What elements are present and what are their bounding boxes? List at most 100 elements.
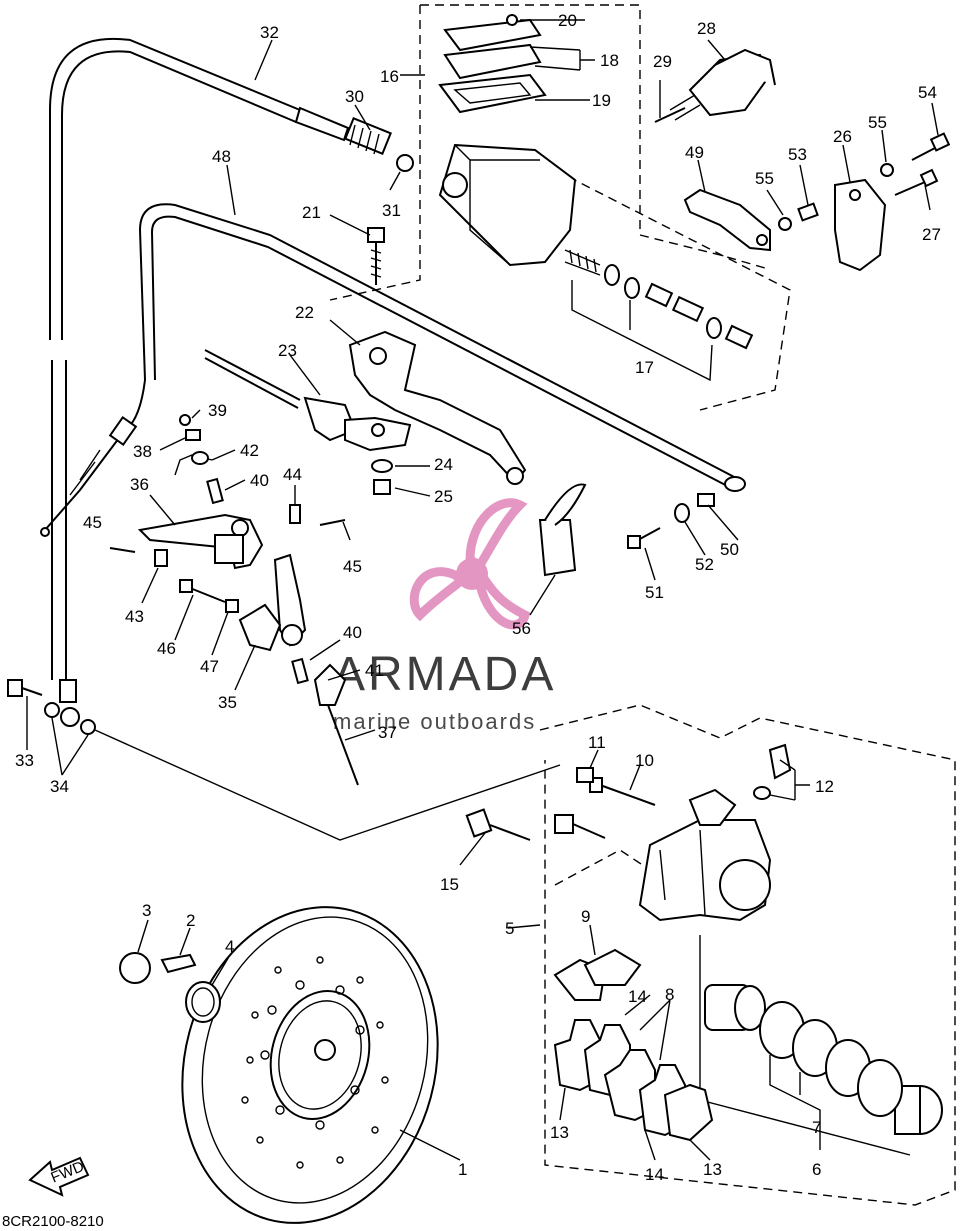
piston-set-17 [564, 249, 754, 382]
callout-31: 31 [382, 201, 401, 220]
callout-44: 44 [283, 465, 302, 484]
nut-47 [225, 599, 239, 613]
callout-33: 33 [15, 751, 34, 770]
arm-36 [137, 513, 264, 570]
callout-38: 38 [133, 442, 152, 461]
callout-48: 48 [212, 147, 231, 166]
callout-51: 51 [645, 583, 664, 602]
callout-15: 15 [440, 875, 459, 894]
rod-37 [313, 663, 359, 786]
collar-38 [185, 429, 201, 441]
callout-6: 6 [812, 1160, 821, 1179]
arm-35 [238, 553, 307, 652]
leader-lines [26, 19, 939, 1161]
seals-7 [759, 1001, 903, 1117]
callout-37: 37 [378, 723, 397, 742]
callout-7: 7 [812, 1118, 821, 1137]
callout-3: 3 [142, 901, 151, 920]
key-2 [160, 953, 197, 974]
callout-54: 54 [918, 83, 937, 102]
bolt-10 [589, 777, 656, 806]
callout-8: 8 [665, 985, 674, 1004]
pin-40a [206, 477, 224, 505]
callout-21: 21 [302, 203, 321, 222]
washer-31 [396, 154, 414, 172]
washer-34a [44, 702, 60, 718]
adjuster-30 [344, 117, 392, 155]
switch-28 [669, 48, 776, 121]
label-56 [538, 483, 587, 577]
washer-55a [778, 217, 792, 231]
callout-55a: 55 [755, 169, 774, 188]
bolt-15 [465, 808, 531, 841]
bolt-33 [7, 679, 43, 697]
callout-18: 18 [600, 51, 619, 70]
callout-41: 41 [365, 661, 384, 680]
callout-49: 49 [685, 143, 704, 162]
callout-47: 47 [200, 657, 219, 676]
callout-4: 4 [225, 937, 234, 956]
callout-20: 20 [558, 11, 577, 30]
callout-45b: 45 [343, 557, 362, 576]
nut-39 [179, 414, 191, 426]
callout-14b: 14 [645, 1165, 664, 1184]
circlip-3 [119, 952, 151, 984]
bracket-49 [683, 188, 771, 252]
caliper-5 [638, 788, 772, 922]
callout-28: 28 [697, 19, 716, 38]
callout-24: 24 [434, 455, 453, 474]
callout-35: 35 [218, 693, 237, 712]
bracket-26 [834, 178, 887, 272]
callout-5: 5 [505, 919, 514, 938]
master-cylinder-boundary-left [329, 5, 421, 301]
washer-34b [80, 719, 96, 735]
disc-1 [181, 906, 439, 1224]
callout-9: 9 [581, 907, 590, 926]
callout-55b: 55 [868, 113, 887, 132]
callout-10: 10 [635, 751, 654, 770]
callout-17: 17 [635, 358, 654, 377]
collar-53 [797, 202, 819, 222]
callout-36: 36 [130, 475, 149, 494]
callout-32: 32 [260, 23, 279, 42]
switch-23 [204, 349, 412, 452]
callout-39: 39 [208, 401, 227, 420]
callout-34: 34 [50, 777, 69, 796]
master-cylinder-boundary-right [554, 169, 791, 411]
collar-50 [697, 493, 715, 507]
callout-19: 19 [592, 91, 611, 110]
callout-46: 46 [157, 639, 176, 658]
callout-29: 29 [653, 52, 672, 71]
watermark-brand: ARMADA [333, 648, 556, 701]
bolt-21 [367, 227, 385, 285]
caliper-boundary-link [554, 849, 651, 886]
pin-44 [289, 504, 301, 524]
cable-48 [40, 203, 746, 537]
pads-13-14 [553, 948, 714, 1142]
bolt-51 [627, 527, 661, 549]
callout-40a: 40 [250, 471, 269, 490]
callout-22: 22 [295, 303, 314, 322]
callout-42: 42 [240, 441, 259, 460]
master-cylinder-boundary [420, 4, 766, 269]
washer-52 [674, 503, 690, 523]
pin-40b [291, 657, 309, 685]
callout-13a: 13 [550, 1123, 569, 1142]
piston-6 [704, 984, 943, 1135]
washer-55b [880, 163, 894, 177]
master-cylinder-16 [438, 14, 577, 267]
watermark-tagline: marine outboards [333, 709, 536, 734]
bleeder-12 [753, 743, 792, 800]
bolt-54 [911, 132, 951, 161]
armada-logo-icon [409, 498, 531, 630]
callout-14a: 14 [628, 987, 647, 1006]
callout-27: 27 [922, 225, 941, 244]
plug-11 [576, 767, 594, 783]
callout-25: 25 [434, 487, 453, 506]
fwd-arrow-icon [28, 1156, 90, 1197]
cotter-45a [109, 547, 136, 553]
callout-53: 53 [788, 145, 807, 164]
callout-30: 30 [345, 87, 364, 106]
pin-43 [154, 549, 168, 567]
